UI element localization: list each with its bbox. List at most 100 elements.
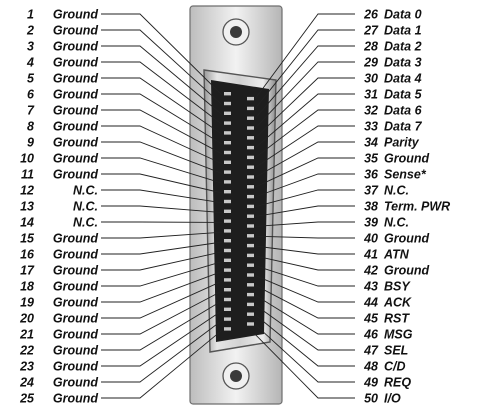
- top-mounting-hole: [222, 18, 250, 46]
- pin-number: 1: [27, 8, 34, 22]
- contact-pin: [247, 273, 254, 277]
- lead-line: [254, 324, 355, 383]
- pin-number: 20: [19, 312, 34, 326]
- pin-label: Ground: [53, 296, 98, 310]
- lead-line: [254, 61, 355, 129]
- pin-label: I/O: [384, 392, 401, 406]
- contact-pin: [247, 312, 254, 316]
- pin-number: 38: [364, 200, 378, 214]
- pin-label: Ground: [53, 24, 98, 38]
- lead-line: [101, 205, 223, 214]
- pin-label: Ground: [53, 104, 98, 118]
- pin-number: 34: [364, 136, 378, 150]
- pin-contacts: [224, 92, 254, 331]
- lead-line: [101, 125, 223, 165]
- pin-number: 6: [27, 88, 35, 102]
- pin-number: 10: [20, 152, 34, 166]
- pin-label: Ground: [53, 152, 98, 166]
- pin-number: 19: [20, 296, 34, 310]
- pin-number: 35: [364, 152, 379, 166]
- pin-label: Term. PWR: [384, 200, 450, 214]
- pin-number: 44: [363, 296, 378, 310]
- contact-pin: [247, 243, 254, 248]
- contact-pin: [247, 116, 254, 120]
- pin-label: Data 0: [384, 8, 422, 22]
- contact-pin: [224, 150, 231, 155]
- lead-line: [101, 300, 223, 351]
- pin-number: 45: [363, 312, 379, 326]
- pin-number: 22: [19, 344, 34, 358]
- pin-label: ATN: [383, 248, 410, 262]
- pin-label: Data 5: [384, 88, 423, 102]
- pin-label: Ground: [53, 72, 98, 86]
- contact-pin: [247, 292, 254, 297]
- pin-label: MSG: [384, 328, 413, 342]
- pin-label: SEL: [384, 344, 408, 358]
- pin-number: 2: [26, 24, 34, 38]
- contact-pin: [247, 253, 254, 258]
- pin-number: 7: [27, 104, 35, 118]
- lead-line: [101, 13, 223, 96]
- pin-number: 46: [363, 328, 379, 342]
- contact-pin: [247, 194, 254, 199]
- pin-number: 25: [19, 392, 35, 406]
- pin-label: N.C.: [384, 216, 409, 230]
- pin-label: Ground: [53, 88, 98, 102]
- pin-label: C/D: [384, 360, 406, 374]
- contact-pin: [224, 219, 231, 223]
- lead-line: [254, 173, 355, 198]
- pin-label: ACK: [383, 296, 412, 310]
- pin-label: Ground: [53, 264, 98, 278]
- pin-label: Data 4: [384, 72, 422, 86]
- contact-pin: [247, 302, 254, 307]
- lead-line: [254, 205, 355, 218]
- pin-label: Ground: [53, 8, 98, 22]
- pin-number: 39: [364, 216, 378, 230]
- contact-pin: [224, 327, 231, 331]
- pin-number: 31: [364, 88, 378, 102]
- contact-pin: [224, 258, 231, 262]
- contact-pin: [247, 145, 254, 150]
- contact-pin: [224, 121, 231, 125]
- lead-line: [254, 141, 355, 178]
- lead-line: [254, 274, 355, 303]
- lead-line: [254, 294, 355, 335]
- pin-label: Ground: [53, 392, 98, 406]
- lead-line: [101, 109, 223, 155]
- pin-label: Ground: [53, 312, 98, 326]
- contact-pin: [247, 214, 254, 218]
- contact-pin: [247, 224, 254, 228]
- pin-label: Ground: [384, 232, 429, 246]
- lead-line: [254, 245, 355, 255]
- pin-label: Sense*: [384, 168, 427, 182]
- pin-number: 40: [363, 232, 378, 246]
- pin-label: Ground: [53, 328, 98, 342]
- contact-pin: [224, 248, 231, 253]
- lead-line: [254, 284, 355, 319]
- lead-line: [254, 189, 355, 208]
- pin-number: 13: [20, 200, 34, 214]
- pin-number: 30: [364, 72, 378, 86]
- pin-number: 36: [364, 168, 379, 182]
- lead-line: [101, 189, 223, 204]
- pin-label: Data 3: [384, 56, 422, 70]
- pin-number: 16: [20, 248, 35, 262]
- lead-line: [101, 93, 223, 145]
- pin-number: 49: [363, 376, 378, 390]
- pin-label: BSY: [384, 280, 411, 294]
- lead-line: [101, 61, 223, 125]
- connector-cavity: [211, 80, 269, 342]
- pin-number: 15: [20, 232, 35, 246]
- pin-label: REQ: [384, 376, 411, 390]
- lead-line: [254, 93, 355, 149]
- contact-pin: [224, 180, 231, 184]
- pin-number: 29: [363, 56, 378, 70]
- contact-pin: [247, 106, 254, 111]
- lead-line: [101, 29, 223, 106]
- lead-line: [101, 45, 223, 115]
- contact-pin: [247, 204, 254, 209]
- contact-pin: [224, 209, 231, 213]
- pin-label: Ground: [53, 168, 98, 182]
